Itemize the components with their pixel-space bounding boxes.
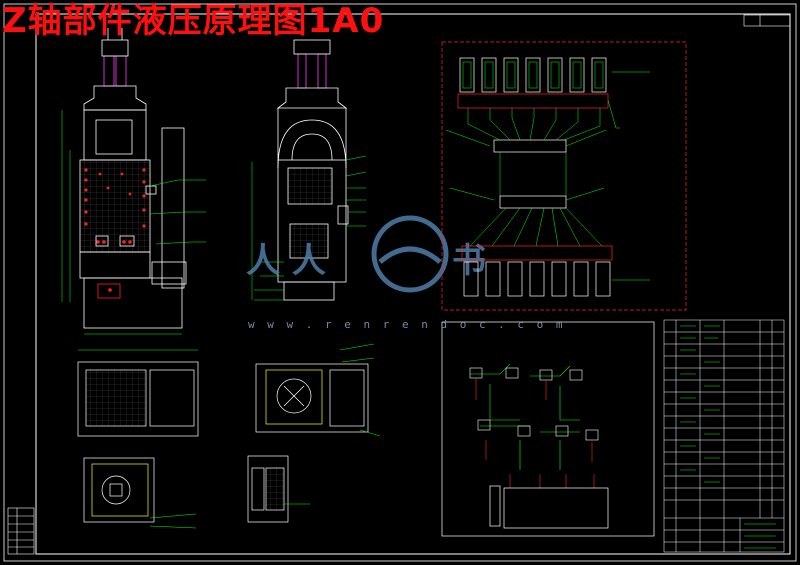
detail-view-a xyxy=(77,349,199,437)
detail-view-d xyxy=(247,455,310,523)
hydraulic-schematic-lower xyxy=(441,321,655,537)
drawing-title: Z轴部件液压原理图1A0 xyxy=(2,1,385,41)
binding-margin-table xyxy=(7,507,35,555)
z-axis-front-view xyxy=(61,28,206,335)
hydraulic-wiring-diagram-upper xyxy=(441,41,687,311)
sheet-frame xyxy=(3,3,797,562)
watermark-url: w w w . r e n r e n d o c . c o m xyxy=(248,318,566,331)
svg-text:书: 书 xyxy=(452,241,486,281)
svg-text:人 人: 人 人 xyxy=(246,241,326,281)
z-axis-side-view xyxy=(251,39,367,301)
parts-list-table xyxy=(663,319,785,553)
detail-view-c xyxy=(83,457,197,529)
drawing-number-tag xyxy=(743,14,791,27)
renrendoc-watermark: 人 人 书 xyxy=(246,215,486,293)
detail-view-b xyxy=(255,343,381,437)
